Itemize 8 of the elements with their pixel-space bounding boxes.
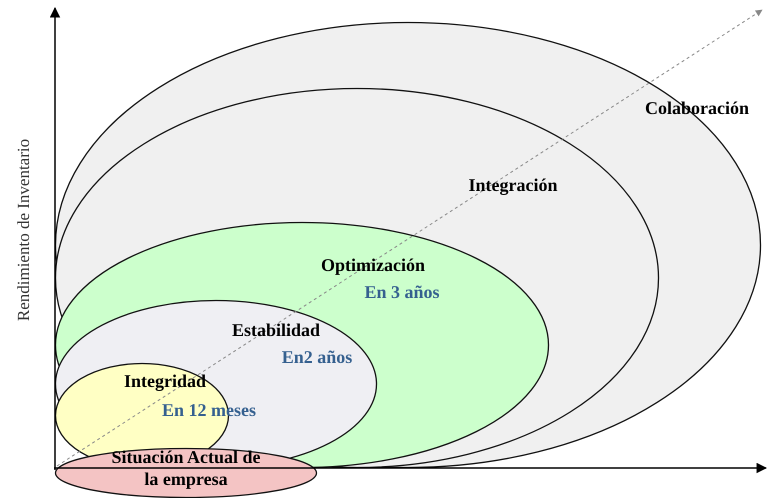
stage-label: Optimización [321,255,425,275]
stage-label: Estabilidad [232,320,320,340]
stage-label: Integración [468,175,558,195]
stage-duration: En2 años [282,347,352,367]
stage-label: Situación Actual de la empresa [111,446,261,490]
stage-label: Integridad [124,371,206,391]
stage-duration: En 3 años [364,282,440,302]
axis-label: Rendimiento de Inventario [14,138,34,322]
